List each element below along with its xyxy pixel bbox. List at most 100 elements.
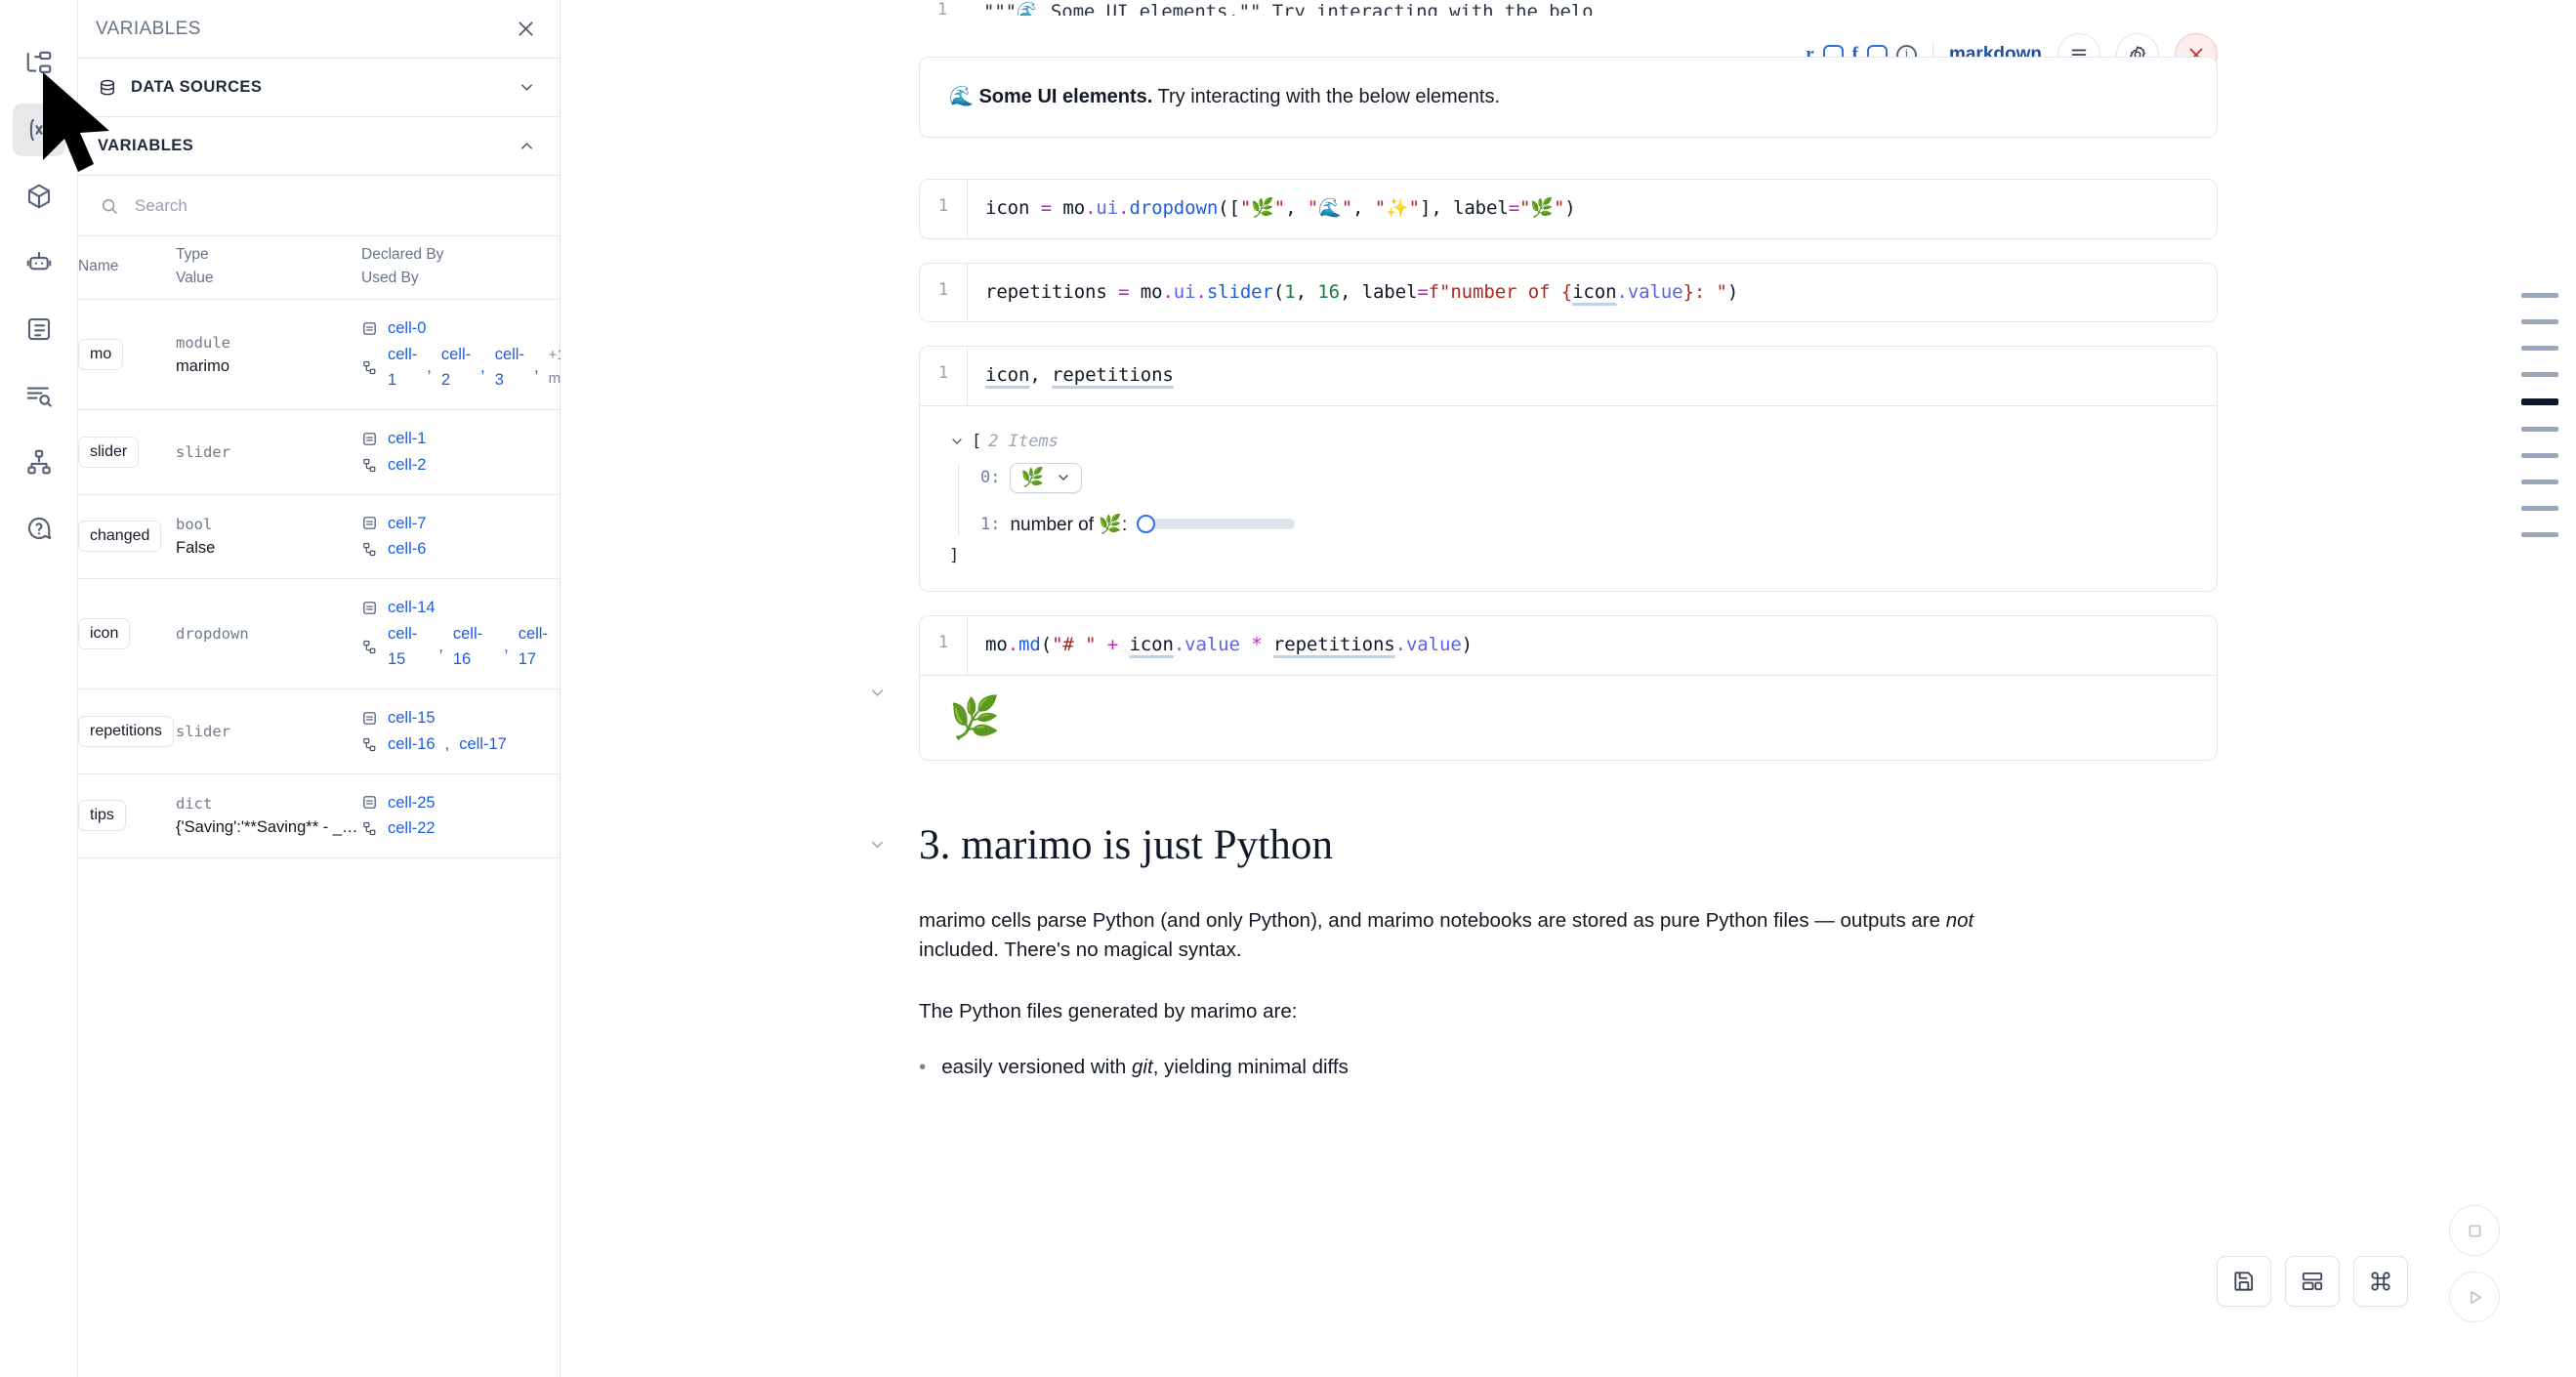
chevron-up-icon[interactable]: [518, 137, 536, 155]
chevron-down-icon: [1059, 475, 1068, 481]
cell-link[interactable]: cell-1: [388, 345, 418, 390]
collapse-chevron-icon[interactable]: [868, 684, 887, 702]
minimap-mark[interactable]: [2521, 398, 2558, 405]
table-row[interactable]: mo module marimo cell-0 cell-1,cell-2,cell-3…: [78, 299, 582, 411]
minimap-mark[interactable]: [2521, 319, 2558, 324]
table-row[interactable]: slider slider cell-1 cell-2: [78, 409, 560, 495]
run-button[interactable]: [2449, 1272, 2500, 1322]
logs-icon[interactable]: [13, 303, 65, 355]
markdown-output-card[interactable]: 🌊 Some UI elements. Try interacting with…: [919, 57, 2218, 138]
array-output-card: [ 2 Items 0: 🌿 1: num: [919, 404, 2218, 592]
array-items: 0: 🌿 1: number of 🌿:: [958, 462, 2187, 536]
minimap-scrollbar[interactable]: [2521, 293, 2558, 537]
md-render-output-card: 🌿: [919, 674, 2218, 761]
cell-link[interactable]: cell-7: [388, 514, 427, 532]
minimap-mark[interactable]: [2521, 480, 2558, 484]
slider-widget[interactable]: [1137, 515, 1296, 534]
cell-link[interactable]: cell-3: [494, 345, 524, 390]
cell-link[interactable]: cell-1: [388, 430, 427, 448]
cell-link[interactable]: cell-0: [388, 319, 427, 337]
minimap-mark[interactable]: [2521, 346, 2558, 351]
variable-name-chip[interactable]: icon: [78, 618, 131, 650]
variable-type-value-cell: slider: [176, 409, 361, 495]
dependency-graph-icon[interactable]: [13, 436, 65, 488]
search-input[interactable]: [135, 195, 536, 216]
section-data-sources[interactable]: DATA SOURCES: [78, 59, 560, 117]
minimap-mark[interactable]: [2521, 506, 2558, 511]
help-icon[interactable]: [13, 502, 65, 555]
code-text[interactable]: icon = mo.ui.dropdown(["🌿", "🌊", "✨"], l…: [967, 180, 2217, 238]
code-cell[interactable]: 1 repetitions = mo.ui.slider(1, 16, labe…: [919, 262, 2218, 323]
variable-type: module: [176, 333, 230, 352]
cell-link[interactable]: cell-22: [388, 819, 436, 838]
robot-icon[interactable]: [13, 236, 65, 289]
code-cell[interactable]: 1 icon, repetitions: [919, 346, 2218, 405]
cell-link[interactable]: cell-2: [440, 345, 472, 390]
variable-name-chip[interactable]: mo: [78, 339, 124, 371]
cell-link[interactable]: cell-17: [518, 624, 548, 669]
dropdown-widget[interactable]: 🌿: [1010, 462, 1083, 493]
outline-search-icon[interactable]: [13, 369, 65, 422]
variable-name-chip[interactable]: slider: [78, 436, 140, 468]
collapse-chevron-icon[interactable]: [868, 836, 887, 855]
variable-type: slider: [176, 442, 230, 461]
cell-link[interactable]: cell-6: [388, 540, 427, 559]
markdown-bold: Some UI elements.: [978, 86, 1153, 107]
code-text[interactable]: mo.md("# " + icon.value * repetitions.va…: [967, 615, 2217, 675]
section-variables[interactable]: VARIABLES: [78, 117, 560, 176]
cell-link[interactable]: cell-16: [388, 734, 436, 753]
declared-by-line: cell-1: [361, 426, 560, 452]
slider-track[interactable]: [1152, 519, 1296, 530]
layout-button[interactable]: [2285, 1256, 2340, 1307]
minimap-mark[interactable]: [2521, 427, 2558, 432]
variables-icon[interactable]: [12, 104, 65, 156]
minimap-mark[interactable]: [2521, 532, 2558, 537]
used-by-line: cell-1,cell-2,cell-3,+19 more: [361, 342, 582, 394]
stop-button[interactable]: [2449, 1205, 2500, 1256]
cell-link[interactable]: cell-14: [388, 599, 436, 617]
package-icon[interactable]: [13, 170, 65, 223]
code-cell[interactable]: 1 mo.md("# " + icon.value * repetitions.…: [919, 614, 2218, 675]
code-cell[interactable]: 1 icon = mo.ui.dropdown(["🌿", "🌊", "✨"],…: [919, 179, 2218, 239]
minimap-mark[interactable]: [2521, 293, 2558, 298]
close-icon[interactable]: [516, 19, 536, 39]
minimap-mark[interactable]: [2521, 453, 2558, 458]
code-cell-md: 1 mo.md("# " + icon.value * repetitions.…: [871, 614, 2218, 761]
command-palette-button[interactable]: [2353, 1256, 2408, 1307]
md-render-output: 🌿: [949, 693, 1001, 740]
variable-name-chip[interactable]: tips: [78, 800, 126, 832]
code-text[interactable]: repetitions = mo.ui.slider(1, 16, label=…: [967, 263, 2217, 322]
file-tree-icon[interactable]: [13, 37, 65, 90]
chevron-down-icon[interactable]: [518, 78, 536, 97]
cell-link[interactable]: cell-15: [388, 624, 418, 669]
minimap-mark[interactable]: [2521, 372, 2558, 377]
save-button[interactable]: [2217, 1256, 2271, 1307]
declared-by-icon: [361, 320, 378, 337]
cell-link[interactable]: cell-15: [388, 709, 436, 728]
code-text[interactable]: icon, repetitions: [967, 347, 2217, 405]
cell-link[interactable]: cell-25: [388, 793, 436, 812]
variable-name-chip[interactable]: repetitions: [78, 715, 174, 747]
cell-link[interactable]: cell-16: [452, 624, 483, 669]
section-heading-cell: 3. marimo is just Python: [871, 821, 2218, 869]
declared-by-line: cell-15: [361, 705, 560, 731]
slider-knob[interactable]: [1137, 515, 1156, 534]
array-open-bracket: [: [972, 431, 982, 451]
cell-link[interactable]: cell-17: [459, 734, 507, 753]
variable-name-chip[interactable]: changed: [78, 521, 162, 553]
variable-name-cell: mo: [78, 299, 176, 411]
variable-value: marimo: [176, 356, 230, 375]
variable-cells-cell: cell-15 cell-16,cell-17: [361, 688, 560, 774]
array-header[interactable]: [ 2 Items: [949, 432, 2187, 451]
flag-r-label: r: [1806, 44, 1814, 64]
clipped-code-text: """🌊 Some UI elements."" Try interacting…: [983, 1, 1594, 16]
used-by-line: cell-16,cell-17: [361, 731, 560, 758]
panel-title: VARIABLES: [96, 18, 201, 39]
cell-link[interactable]: cell-2: [388, 455, 427, 474]
markdown-output-cell: 🌊 Some UI elements. Try interacting with…: [919, 57, 2218, 138]
col-declared-used: Declared By Used By: [361, 236, 560, 300]
